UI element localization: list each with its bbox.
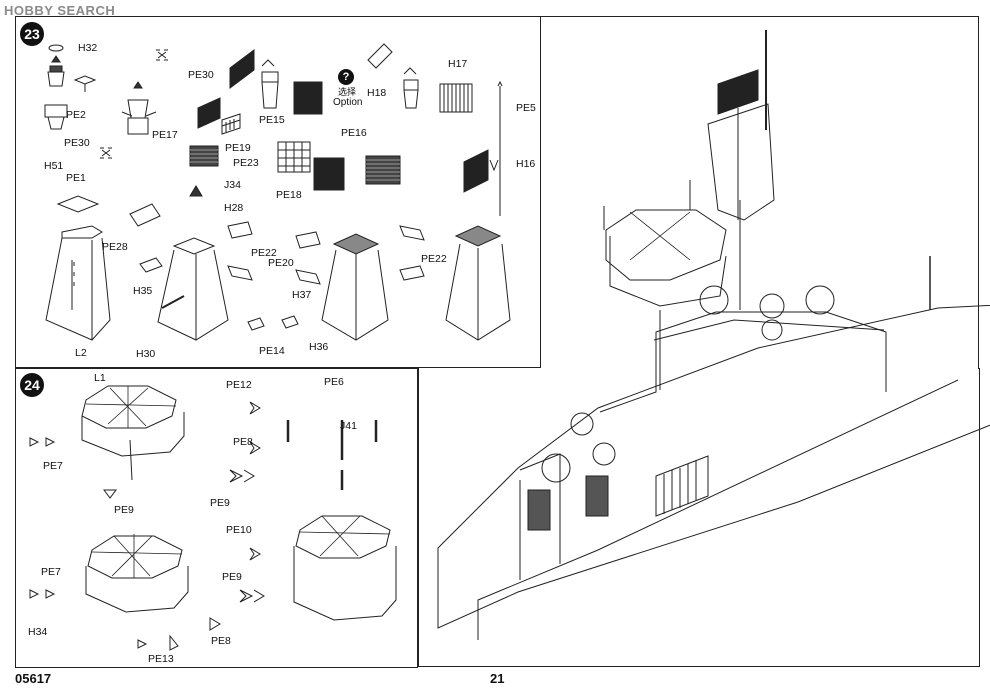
part-label-H30: H30	[136, 348, 156, 360]
panel-right-upper	[539, 16, 979, 369]
mast-part-a	[44, 55, 68, 130]
option-label-cn: 选择	[338, 87, 357, 97]
part-label-H17: H17	[448, 58, 468, 70]
part-label-H36: H36	[309, 341, 329, 353]
part-label-H51: H51	[44, 160, 64, 172]
part-label-PE14: PE14	[259, 345, 285, 357]
part-label-PE8-bottom: PE8	[211, 635, 231, 647]
option-label-en: Option	[333, 97, 363, 108]
part-label-PE30-top: PE30	[188, 69, 214, 81]
part-label-PE5: PE5	[516, 102, 536, 114]
panel-assembly-overview	[418, 368, 980, 667]
page-number: 21	[490, 671, 505, 686]
step-number-23: 23	[20, 22, 44, 46]
part-label-J34: J34	[224, 179, 241, 191]
part-label-PE7-bottom: PE7	[41, 566, 61, 578]
part-label-J41: J41	[340, 420, 357, 432]
part-label-PE2: PE2	[66, 109, 86, 121]
panel-step-24	[15, 368, 418, 668]
option-icon: ?	[338, 69, 354, 85]
part-label-PE17: PE17	[152, 129, 178, 141]
part-label-PE9-bottom: PE9	[222, 571, 242, 583]
part-label-PE19: PE19	[225, 142, 251, 154]
watermark: HOBBY SEARCH	[4, 3, 116, 18]
panel-step-23	[15, 16, 541, 368]
part-label-L2: L2	[75, 347, 87, 359]
part-label-PE28: PE28	[102, 241, 128, 253]
part-label-H16: H16	[516, 158, 536, 170]
part-label-PE9-left: PE9	[114, 504, 134, 516]
part-label-H32: H32	[78, 42, 98, 54]
part-label-L1: L1	[94, 372, 106, 384]
part-label-PE6: PE6	[324, 376, 344, 388]
part-label-H35: H35	[133, 285, 153, 297]
part-label-PE15: PE15	[259, 114, 285, 126]
step-number-24: 24	[20, 373, 44, 397]
part-label-H34: H34	[28, 626, 48, 638]
part-label-PE23: PE23	[233, 157, 259, 169]
part-label-PE7-top: PE7	[43, 460, 63, 472]
product-code: 05617	[15, 671, 52, 686]
part-label-PE13: PE13	[148, 653, 174, 665]
part-label-PE12: PE12	[226, 379, 252, 391]
part-label-H37: H37	[292, 289, 312, 301]
part-label-PE16: PE16	[341, 127, 367, 139]
part-label-H28: H28	[224, 202, 244, 214]
part-label-H18: H18	[367, 87, 387, 99]
part-label-PE10: PE10	[226, 524, 252, 536]
part-label-PE22-left: PE22	[251, 247, 277, 259]
part-label-PE8-top: PE8	[233, 436, 253, 448]
part-label-PE22-right: PE22	[421, 253, 447, 265]
part-label-PE1: PE1	[66, 172, 86, 184]
part-label-PE20: PE20	[268, 257, 294, 269]
part-label-PE18: PE18	[276, 189, 302, 201]
part-label-PE30-left: PE30	[64, 137, 90, 149]
part-label-PE9-right: PE9	[210, 497, 230, 509]
